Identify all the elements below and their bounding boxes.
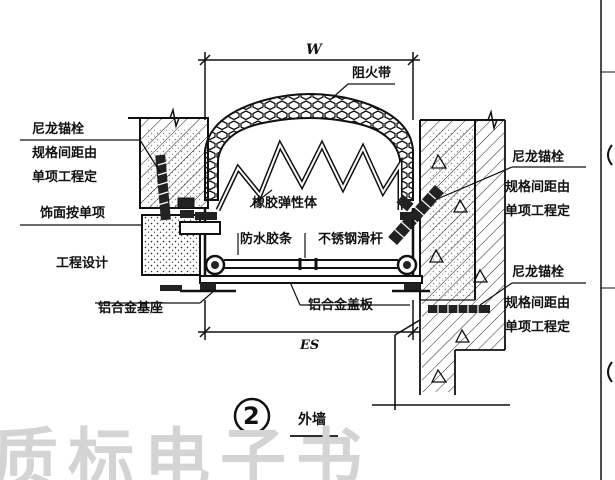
leader-lines <box>20 139 586 306</box>
stainless-slide-bar-label: 不锈钢滑杆 <box>318 232 384 247</box>
aluminum-base-label: 铝合金基座 <box>98 301 164 316</box>
dimension-es-label: ES <box>300 338 320 353</box>
finish-label-line2: 工程设计 <box>56 256 109 271</box>
left-anchor-label: 尼龙锚栓 <box>32 122 85 137</box>
left-wall <box>128 107 209 276</box>
right-spacing-1-line2: 单项工程定 <box>505 204 571 219</box>
fire-belt-label: 阻火带 <box>352 66 392 81</box>
dimension-w <box>198 52 420 120</box>
fire-belt <box>204 83 414 201</box>
right-spacing-1-line1: 规格间距由 <box>505 180 571 195</box>
watermark: 质标电子书 <box>0 421 372 480</box>
right-anchor-label-2: 尼龙锚栓 <box>512 265 565 280</box>
rubber-elastomer-label: 橡胶弹性体 <box>252 196 318 211</box>
aluminum-assembly <box>160 208 430 293</box>
left-spacing-line1: 规格间距由 <box>32 146 98 161</box>
rubber-elastomer <box>215 139 403 212</box>
right-anchor-label-1: 尼龙锚栓 <box>512 150 565 165</box>
aluminum-cover-label: 铝合金盖板 <box>308 298 374 313</box>
left-spacing-line2: 单项工程定 <box>32 170 98 185</box>
right-spacing-2-line1: 规格间距由 <box>505 296 571 311</box>
caption-number: 2 <box>243 402 260 430</box>
waterproof-strip-label: 防水胶条 <box>240 232 293 247</box>
caption-marker <box>233 397 338 437</box>
drawing-frame <box>600 0 615 480</box>
caption-text: 外墙 <box>298 412 326 428</box>
finish-label-line1: 饰面按单项 <box>40 206 106 221</box>
right-wall <box>372 109 510 410</box>
dimension-es <box>198 300 420 340</box>
dimension-w-label: W <box>306 42 322 58</box>
right-spacing-2-line2: 单项工程定 <box>505 320 571 335</box>
